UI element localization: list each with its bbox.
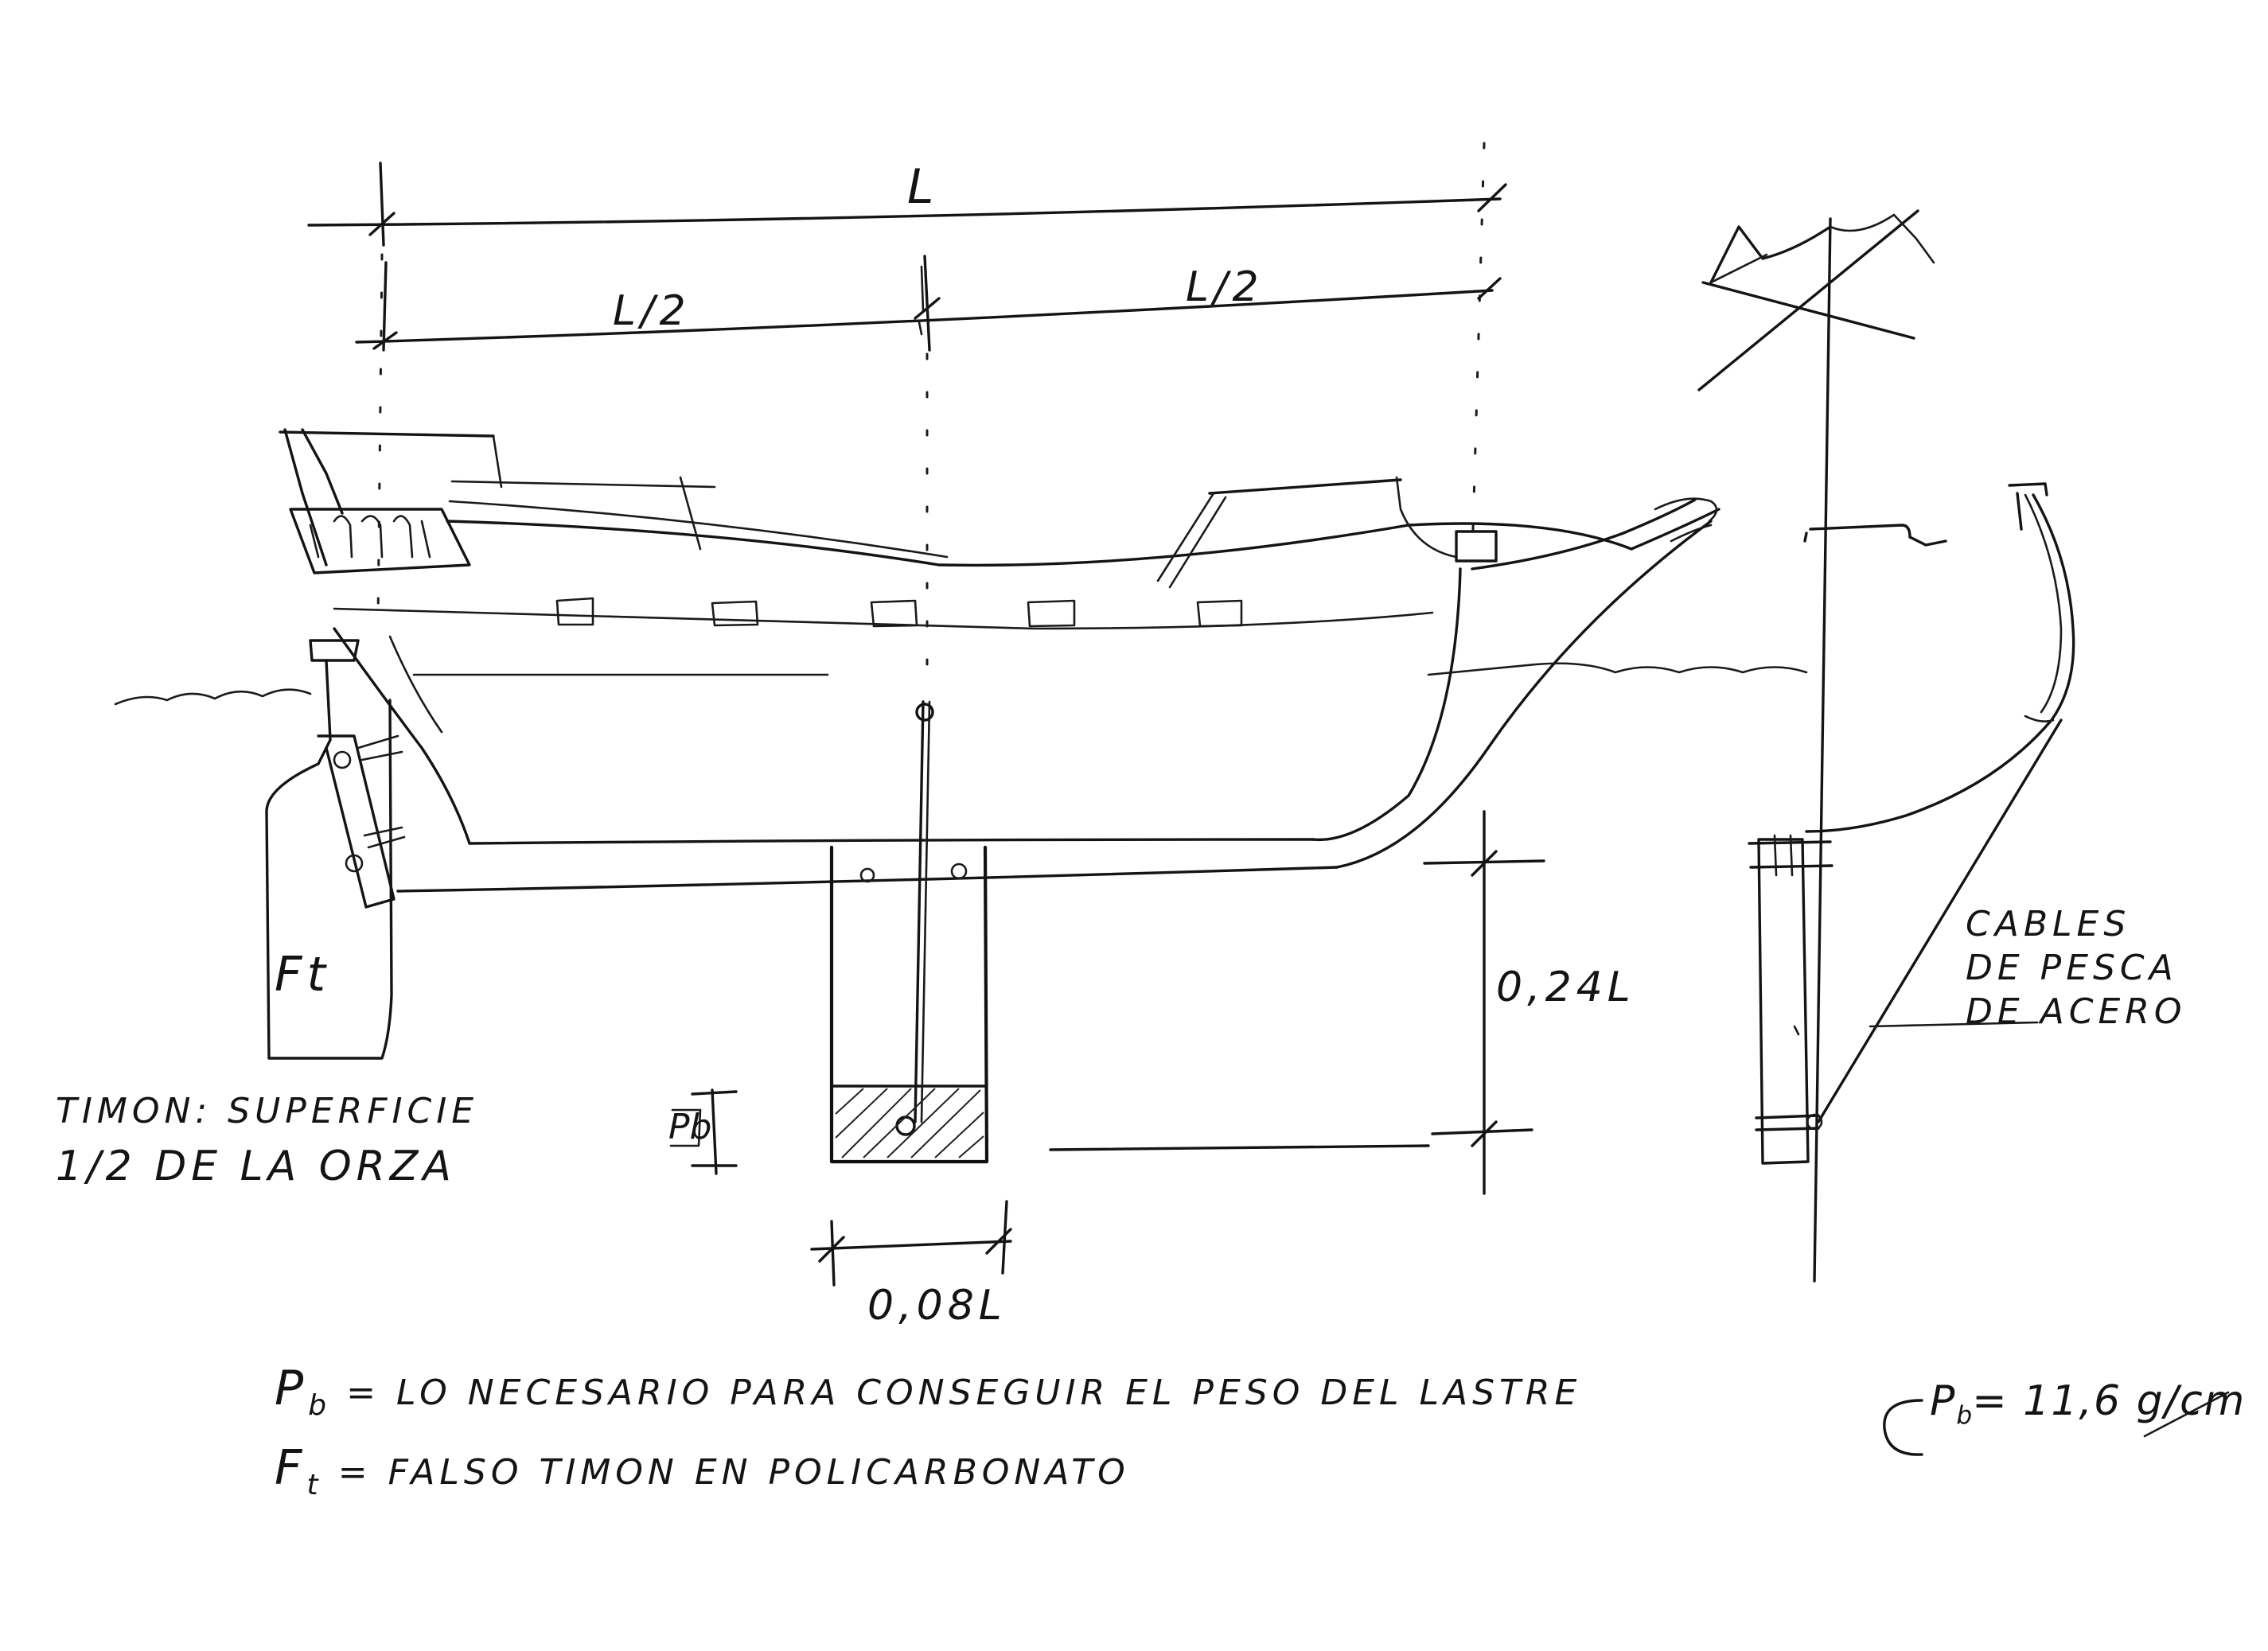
- label-keel-depth: 0,24L: [1496, 964, 1635, 1011]
- legend-ft: Ft = FALSO TIMON EN POLICARBONATO: [275, 1444, 1130, 1499]
- legend-ft-text: = FALSO TIMON EN POLICARBONATO: [337, 1452, 1130, 1493]
- section-cables: [1817, 718, 2063, 1123]
- legend-ft-symbol: F: [275, 1440, 307, 1496]
- waterline: [114, 662, 1808, 706]
- section-hull: [1803, 482, 2075, 833]
- legend-pb-text: = LO NECESARIO PARA CONSEGUIR EL PESO DE…: [346, 1373, 1582, 1413]
- label-half-length-fore: L/2: [1186, 263, 1264, 311]
- dimension-ballast-height: [669, 1088, 738, 1175]
- label-overall-length: L: [907, 159, 939, 215]
- station-lines: [376, 142, 1486, 686]
- label-false-rudder: Ft: [275, 947, 331, 1003]
- legend-ft-sub: t: [306, 1468, 318, 1501]
- legend-pb-sub: b: [308, 1388, 327, 1422]
- label-keel-width: 0,08L: [867, 1282, 1007, 1330]
- gun-ports: [555, 597, 1243, 628]
- label-cables-line2: DE PESCA: [1966, 948, 2178, 988]
- note-rudder-line2: 1/2 DE LA ORZA: [56, 1143, 456, 1190]
- note-rudder-line1: TIMON: SUPERFICIE: [56, 1091, 478, 1131]
- dimension-keel-width: [810, 1200, 1012, 1287]
- density-sub: b: [1956, 1400, 1973, 1430]
- label-cables-line3: DE ACERO: [1966, 991, 2187, 1032]
- label-ballast-height: Pb: [668, 1107, 712, 1147]
- density-note: Pb= 11,6 g/cm: [1930, 1377, 2247, 1428]
- dimension-keel-depth: [1049, 810, 1545, 1195]
- section-mast: [1697, 209, 1935, 1283]
- keel-fin: [829, 700, 989, 1164]
- legend-pb-symbol: P: [275, 1361, 309, 1416]
- section-keel: [1748, 834, 1833, 1165]
- ballast-hatch: [835, 1088, 984, 1158]
- dimension-half-lengths: [355, 255, 1502, 352]
- hull: [279, 428, 1720, 893]
- label-cables-line1: CABLES: [1966, 904, 2131, 944]
- density-arc: [1883, 1391, 2230, 1456]
- dimension-overall-length: [307, 162, 1507, 247]
- label-half-length-aft: L/2: [613, 287, 691, 335]
- density-symbol: P: [1930, 1377, 1957, 1425]
- rudder: [265, 639, 406, 1060]
- legend-pb: Pb = LO NECESARIO PARA CONSEGUIR EL PESO…: [275, 1365, 1582, 1419]
- density-value: = 11,6 g/cm: [1972, 1377, 2247, 1425]
